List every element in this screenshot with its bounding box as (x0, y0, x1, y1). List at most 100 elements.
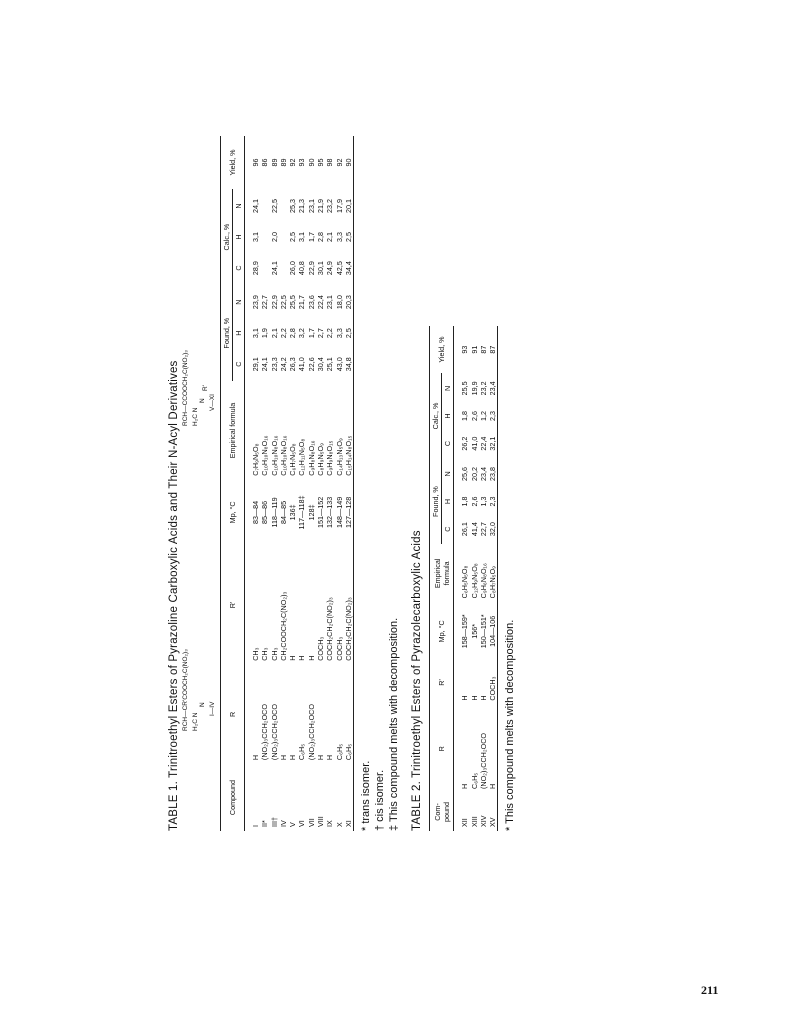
cell-r: H (278, 754, 288, 761)
t2-header-mp: Mp, °C (429, 602, 454, 661)
cell-fn: 22,4 (316, 295, 326, 310)
cell-formula: C₇H₉N₅O₈ (251, 443, 260, 476)
cell-fc: 24,1 (260, 357, 270, 372)
cell-cn: 25,3 (288, 199, 298, 214)
cell-formula: C₉H₉N₈O₁₅ (325, 440, 335, 476)
t2-header-calc: Calc., % (429, 373, 442, 459)
cell-yield: 96 (251, 158, 260, 167)
cell-mp: 158—159* (460, 614, 470, 649)
cell-compound: II* (260, 820, 270, 827)
cell-fh: 3,2 (297, 328, 307, 339)
cell-fh: 1,3 (478, 496, 488, 507)
cell-ch: 2,1 (325, 232, 335, 243)
t2-header-found-n: N (441, 458, 454, 490)
cell-fh: 1,7 (306, 328, 316, 339)
cell-mp: 148—149 (334, 496, 344, 528)
cell-yield: 90 (343, 158, 353, 167)
cell-fh: 2,6 (469, 496, 479, 507)
cell-rp: H (469, 695, 479, 701)
cell-cc: 28,9 (251, 261, 260, 276)
cell-fh: 2,2 (325, 328, 335, 339)
cell-mp: 127—128 (343, 496, 353, 528)
cell-fh: 2,5 (343, 328, 353, 339)
cell-cc: 24,9 (325, 261, 335, 276)
cell-r: (NO₂)₃CCH₂OCO (306, 704, 316, 761)
cell-yield: 93 (460, 345, 470, 354)
cell-mp: 132—133 (325, 496, 335, 528)
cell-compound: XIV (478, 815, 488, 827)
formula-left-label: I—IV (209, 701, 216, 716)
cell-compound: VIII (316, 816, 326, 827)
cell-ch: 2,3 (488, 410, 498, 421)
cell-fh: 1,9 (260, 328, 270, 339)
t1-footnote-2: † cis isomer. (374, 769, 387, 831)
cell-cc: 40,8 (297, 261, 307, 276)
table2-title: TABLE 2. Trinitroethyl Esters of Pyrazol… (411, 530, 424, 831)
t2-header-compound: Com-pound (429, 793, 454, 831)
cell-mp: 83—84 (251, 500, 260, 524)
cell-mp: 151—152 (316, 496, 326, 528)
cell-yield: 91 (469, 345, 479, 354)
cell-cc: 42,5 (334, 261, 344, 276)
cell-ch: 1,8 (460, 410, 470, 421)
cell-r: H (316, 754, 326, 761)
cell-r: C₆H₅ (343, 743, 353, 761)
cell-cn: 20,1 (343, 199, 353, 214)
cell-fn: 22,9 (269, 295, 279, 310)
cell-mp: 104—106 (488, 615, 498, 647)
page-number: 211 (701, 983, 719, 997)
cell-r: C₆H₅ (334, 743, 344, 761)
t1-header-found-h: H (232, 319, 245, 348)
t1-header-found-n: N (232, 285, 245, 320)
t1-header-compound: Compound (220, 764, 245, 831)
cell-fn: 23,4 (478, 466, 488, 481)
t2-header-r: R (429, 704, 454, 793)
cell-fc: 23,3 (269, 357, 279, 372)
cell-mp: 84—85 (278, 500, 288, 524)
cell-yield: 98 (325, 158, 335, 167)
cell-cn (279, 189, 288, 223)
cell-fh: 3,1 (251, 328, 260, 339)
t1-header-found-c: C (232, 347, 245, 382)
cell-rp: CH₂COOCH₂C(NO₂)₃ (278, 591, 288, 661)
table2: Com-pound R R' Mp, °C Empirical formula … (429, 326, 499, 831)
cell-rp: H (460, 695, 470, 701)
cell-cn (260, 189, 269, 223)
t1-header-found: Found, % (220, 285, 233, 382)
cell-fn: 22,7 (260, 295, 270, 310)
cell-r: (NO₂)₃CCH₂OCO (478, 732, 488, 789)
t1-header-r: R (220, 664, 245, 765)
cell-rp: H (288, 655, 298, 661)
cell-compound: XI (343, 820, 353, 827)
cell-fc: 24,2 (278, 357, 288, 372)
cell-r: (NO₂)₃CCH₂OCO (269, 704, 279, 761)
cell-formula: C₉H₆N₈O₁₆ (478, 563, 488, 599)
cell-rp: COCH₂CH₂C(NO₂)₃ (343, 597, 353, 661)
cell-fh: 2,2 (278, 328, 288, 339)
cell-compound: XIII (469, 816, 479, 827)
t2-footnote-1: * This compound melts with decomposition… (504, 619, 517, 831)
cell-rp: CH₃ (269, 647, 279, 661)
formula-right-r-prime: R' (202, 385, 209, 391)
cell-fc: 26,1 (460, 522, 470, 537)
cell-yield: 92 (288, 158, 298, 167)
cell-cn: 23,1 (306, 199, 316, 214)
cell-fh: 2,7 (316, 328, 326, 339)
cell-yield: 87 (478, 345, 488, 354)
cell-rp: COCH₂CH₂C(NO₂)₃ (325, 597, 335, 661)
cell-mp: 128‡ (306, 504, 316, 521)
cell-cc (260, 251, 269, 285)
cell-compound: VI (297, 820, 307, 827)
cell-fn: 23,1 (325, 295, 335, 310)
cell-cc: 26,2 (460, 436, 470, 451)
cell-fn: 18,0 (334, 295, 344, 310)
